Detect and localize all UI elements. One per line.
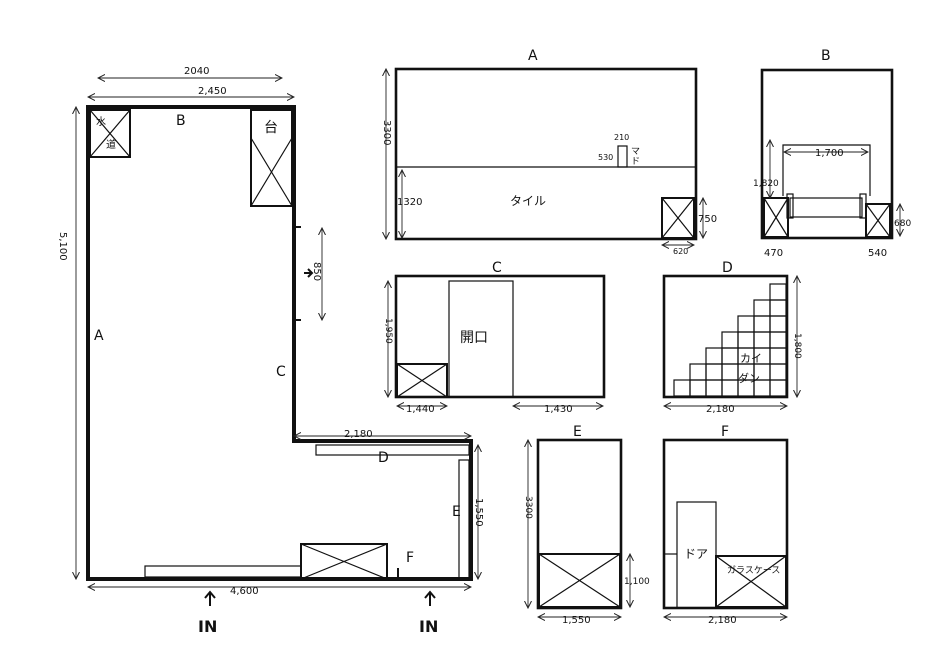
elevation-c-frame [394,274,606,399]
wall-label-f: F [406,550,414,566]
dim-a-height: 3300 [381,120,392,145]
dim-bottom: 4,600 [230,586,259,597]
entrance-label-1: IN [198,617,217,636]
glass-case-label: ガラスケース [727,565,780,576]
elevation-c-title: C [492,260,502,276]
dim-f-width: 2,180 [708,615,737,626]
window-label-2: ド [631,157,640,167]
floor-plan: 水 道 台 2040 2,450 5,100 850 2,180 1,550 [57,66,484,636]
dim-top-outer: 2040 [184,66,209,77]
dim-c-height: 1,950 [383,318,393,344]
dim-d-width: 2,180 [706,404,735,415]
dim-top-inner: 2,450 [198,86,227,97]
elevation-b-box-right [865,203,891,238]
wall-label-d: D [378,450,389,466]
elevation-a-frame [394,67,698,241]
dim-a-tile: 1320 [397,197,422,208]
dim-d-height: 1,800 [792,333,802,359]
elevation-b: B 1,700 1,820 470 540 680 [753,48,911,259]
dim-step: 2,180 [344,429,373,440]
wall-d-shelf [315,444,470,456]
entrance-label-2: IN [419,617,438,636]
wall-label-e: E [452,504,461,520]
elevation-b-bench [789,197,863,218]
dim-a-box-height: 750 [698,214,717,225]
dim-left: 5,100 [57,232,68,261]
dim-b-left: 470 [764,248,783,259]
wall-e-element [458,459,470,579]
window-height: 530 [598,153,613,162]
elevation-c: C 開口 1,950 1,440 1,430 [383,260,606,415]
stair-label-2: ダン [738,371,760,385]
counter-label: 台 [264,120,278,136]
stair-cell [769,379,787,397]
elevation-e: E 3300 1,100 1,550 [523,424,650,626]
sink-label-2: 道 [106,138,116,151]
wall-label-c: C [276,364,286,380]
plan-walls [86,105,473,581]
dim-b-right: 540 [868,248,887,259]
sink-label-1: 水 [96,116,106,128]
elevation-c-opening [448,280,514,398]
bottom-counter [144,565,302,578]
glass-case [715,555,787,608]
elevation-e-box [538,553,621,608]
elevation-a-box [661,197,695,239]
dim-c-left: 1,440 [406,404,435,415]
elevation-f-title: F [721,424,729,440]
staircase [673,283,787,397]
elevation-d-frame [662,274,789,399]
elevation-d: D カイ ダン 1,800 2,180 [662,260,802,415]
dim-e-height: 3300 [523,496,533,519]
window-width: 210 [614,133,629,142]
display-case [300,543,388,580]
tile-label: タイル [510,194,546,208]
elevation-d-title: D [722,260,733,276]
dim-b-right-height: 680 [894,219,911,229]
dim-e-box: 1,100 [624,577,650,587]
elevation-a: A タイル 210 530 マ ド 3300 1320 750 620 [381,48,717,256]
entrance-arrow-icon [204,590,216,606]
elevation-f-frame [662,438,789,610]
entrance-arrow-icon [424,590,436,606]
elevation-b-counter [782,144,871,196]
elevation-e-title: E [573,424,582,440]
elevation-c-box [396,363,448,398]
elevation-e-frame [536,438,623,610]
dim-b-opening: 1,700 [815,148,844,159]
opening-label: 開口 [460,330,488,346]
dim-c-right: 1,430 [544,404,573,415]
counter-fixture [250,109,293,207]
sink-fixture [89,109,131,158]
wall-label-b: B [176,113,186,129]
dim-b-height: 1,820 [753,179,779,189]
dim-e-width: 1,550 [562,615,591,626]
dim-a-box-width: 620 [673,247,688,256]
dim-right-lower: 1,550 [473,498,484,527]
elevation-a-title: A [528,48,538,64]
window-label-1: マ [631,147,640,157]
stair-label-1: カイ [740,352,762,365]
elevation-f: F ドア ガラスケース 2,180 [662,424,789,626]
opening-arrow-icon [304,268,314,278]
window [617,145,628,168]
elevation-b-box-left [763,197,789,238]
elevation-b-title: B [821,48,831,64]
door-label: ドア [684,547,708,561]
wall-label-a: A [94,328,104,344]
dim-opening: 850 [311,262,322,281]
